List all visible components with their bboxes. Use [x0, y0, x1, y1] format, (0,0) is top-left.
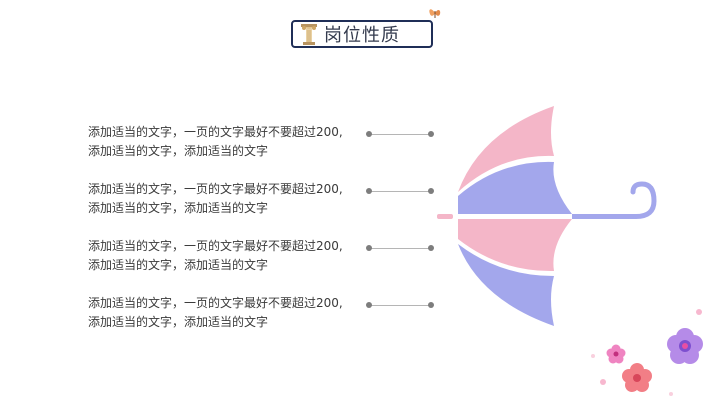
item-line-1: 添加适当的文字，一页的文字最好不要超过200, — [88, 239, 343, 253]
list-item: 添加适当的文字，一页的文字最好不要超过200, 添加适当的文字，添加适当的文字 — [88, 237, 368, 275]
item-line-1: 添加适当的文字，一页的文字最好不要超过200, — [88, 296, 343, 310]
pillar-icon — [301, 24, 317, 45]
connector-line — [366, 302, 434, 308]
item-line-2: 添加适当的文字，添加适当的文字 — [88, 258, 269, 272]
page-title: 岗位性质 — [324, 25, 400, 46]
list-item: 添加适当的文字，一页的文字最好不要超过200, 添加适当的文字，添加适当的文字 — [88, 123, 368, 161]
list-item: 添加适当的文字，一页的文字最好不要超过200, 添加适当的文字，添加适当的文字 — [88, 294, 368, 332]
title-box: 岗位性质 — [291, 20, 433, 48]
connector-line — [366, 188, 434, 194]
item-line-2: 添加适当的文字，添加适当的文字 — [88, 201, 269, 215]
connector-line — [366, 245, 434, 251]
item-line-2: 添加适当的文字，添加适当的文字 — [88, 315, 269, 329]
item-line-1: 添加适当的文字，一页的文字最好不要超过200, — [88, 125, 343, 139]
connector-line — [366, 131, 434, 137]
list-item: 添加适当的文字，一页的文字最好不要超过200, 添加适当的文字，添加适当的文字 — [88, 180, 368, 218]
item-line-2: 添加适当的文字，添加适当的文字 — [88, 144, 269, 158]
flower-decoration — [591, 309, 703, 396]
item-line-1: 添加适当的文字，一页的文字最好不要超过200, — [88, 182, 343, 196]
umbrella-illustration — [437, 106, 657, 326]
butterfly-icon — [429, 9, 441, 18]
